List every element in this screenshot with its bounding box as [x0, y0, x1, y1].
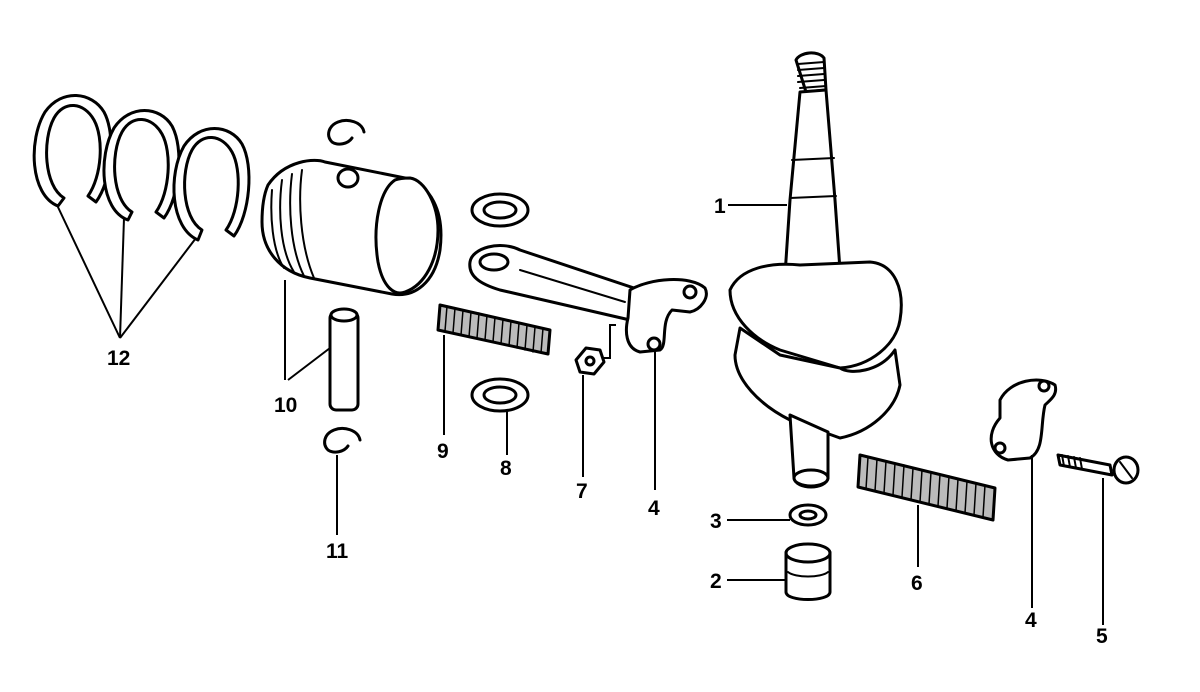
callout-10: 10 [274, 394, 297, 417]
nut [574, 346, 606, 376]
callout-3: 3 [710, 510, 722, 533]
screw [1056, 453, 1140, 485]
connecting-rod [468, 244, 708, 359]
crankshaft [728, 51, 903, 489]
piston-ring-3 [172, 127, 251, 242]
needle-bearing-small [436, 303, 552, 356]
needle-bearing-large [856, 453, 997, 522]
bearing-cap [989, 378, 1058, 462]
leader-lines [56, 204, 1104, 625]
piston-pin [328, 307, 360, 412]
piston [260, 158, 443, 297]
callout-4-rod: 4 [648, 497, 660, 520]
callout-6: 6 [911, 572, 923, 595]
oil-seal [784, 542, 832, 601]
thrust-washer-bottom [470, 377, 530, 413]
thrust-washer-top [470, 192, 530, 228]
washer [788, 503, 828, 527]
circlip-top [327, 118, 366, 146]
piston-ring-2 [102, 109, 181, 222]
callout-2: 2 [710, 570, 722, 593]
piston-ring-1 [32, 94, 113, 208]
callout-labels: 1 2 3 4 4 5 6 7 8 9 10 11 12 [107, 195, 1108, 648]
callout-5: 5 [1096, 625, 1108, 648]
callout-4-cap: 4 [1025, 609, 1037, 632]
callout-8: 8 [500, 457, 512, 480]
callout-1: 1 [714, 195, 726, 218]
circlip-bottom [323, 426, 362, 454]
callout-12: 12 [107, 347, 130, 370]
piston-rings [32, 94, 251, 242]
callout-11: 11 [326, 540, 349, 563]
callout-9: 9 [437, 440, 449, 463]
callout-7: 7 [576, 480, 588, 503]
